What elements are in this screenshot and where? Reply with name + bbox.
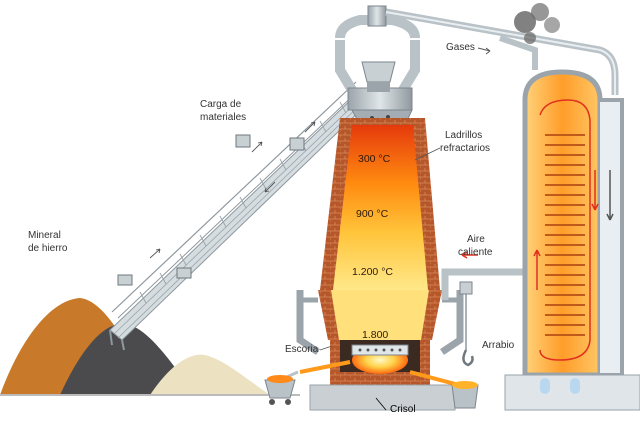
charge-label-line1: Carga de	[200, 99, 242, 110]
bricks-label-line2: refractarios	[440, 143, 490, 154]
crane-hook	[462, 349, 474, 367]
hot-air-label-line1: Aire	[467, 234, 485, 245]
stove-flow-arrows	[533, 99, 614, 361]
smoke	[514, 3, 560, 44]
labels: Mineral de hierro Carga de materiales Ga…	[28, 42, 515, 415]
conveyor-arrows	[149, 121, 316, 259]
furnace-shaft	[333, 125, 428, 290]
stove-checkerwork	[545, 134, 585, 336]
hot-blast-stove	[504, 69, 640, 411]
bricks-label-line1: Ladrillos	[445, 130, 482, 141]
charge-label-line2: materiales	[200, 112, 246, 123]
hot-air-label-line2: caliente	[458, 247, 493, 258]
coke-pile	[60, 323, 195, 395]
skip-bucket-upper	[235, 134, 305, 151]
temp-label-1800: 1.800	[362, 329, 388, 341]
ore-label-line1: Mineral	[28, 230, 61, 241]
gases-arrow	[477, 47, 491, 52]
ore-label-line2: de hierro	[28, 243, 68, 254]
skip-bucket-lower	[117, 267, 192, 286]
temp-label-900: 900 °C	[356, 208, 389, 220]
furnace-body	[296, 118, 464, 411]
pig-iron-output	[409, 281, 479, 409]
skip-hoist	[109, 81, 367, 351]
hot-air-pipe	[441, 251, 525, 300]
limestone-pile	[150, 354, 270, 395]
temp-label-1200: 1.200 °C	[352, 266, 393, 278]
crucible-label: Crisol	[390, 404, 416, 415]
temp-label-300: 300 °C	[358, 153, 391, 165]
slag-label: Escoria	[285, 344, 319, 355]
gases-label: Gases	[446, 42, 475, 53]
gas-pipes	[335, 5, 619, 98]
slag-output	[264, 345, 351, 405]
ore-piles	[0, 298, 300, 396]
pig-iron-label: Arrabio	[482, 340, 515, 351]
